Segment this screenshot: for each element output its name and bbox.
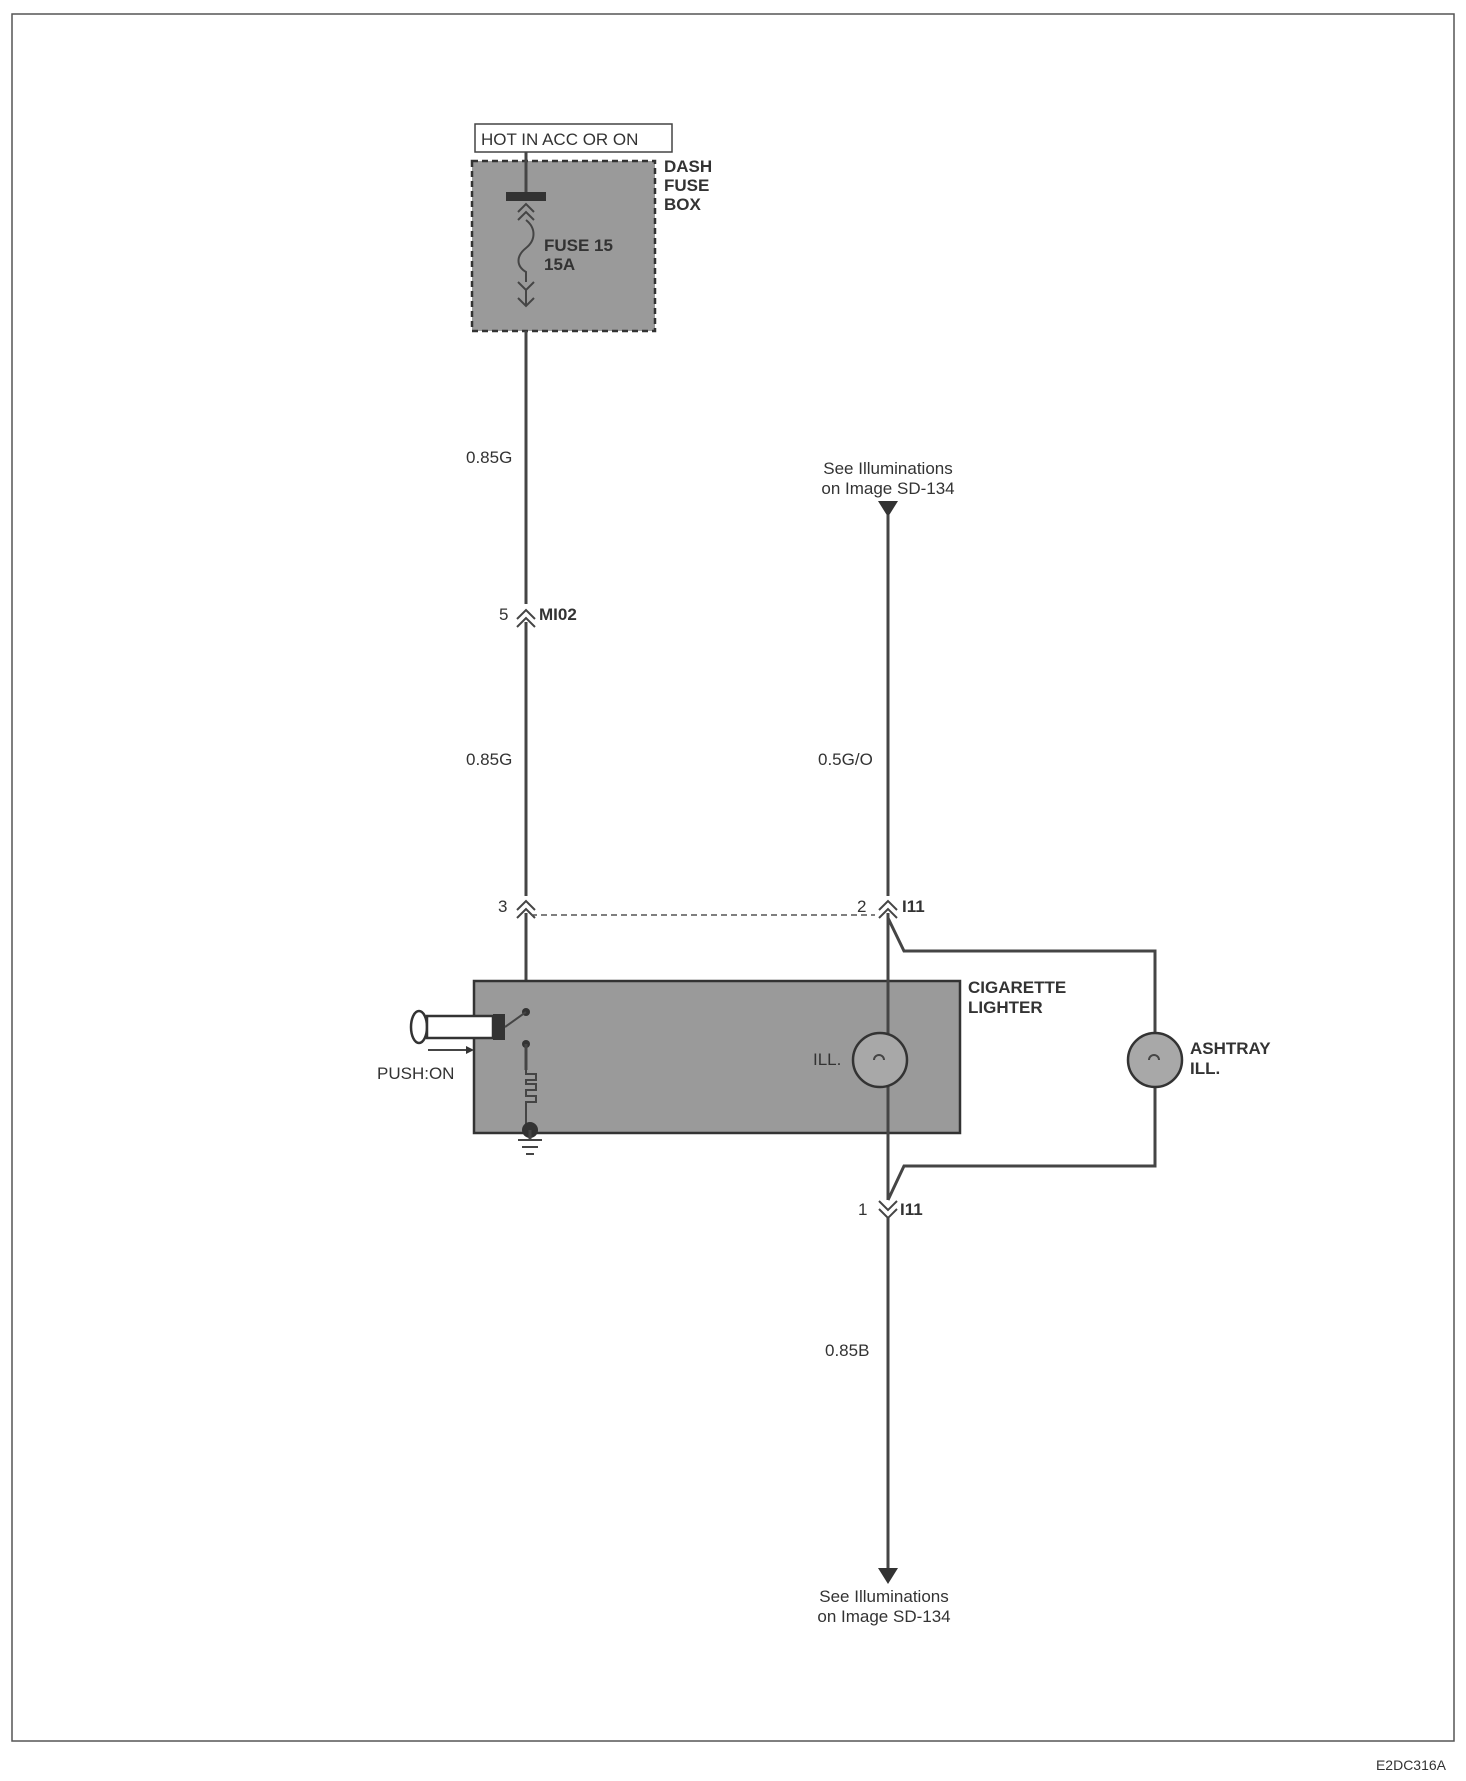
fuse-box-label-2: FUSE <box>664 176 709 195</box>
plunger-shaft-icon <box>425 1014 495 1040</box>
connector-pin3-icon <box>516 899 536 911</box>
fuse-box-label-3: BOX <box>664 195 702 214</box>
push-on-label: PUSH:ON <box>377 1064 454 1083</box>
fuse-box-label-1: DASH <box>664 157 712 176</box>
connector-i11-pin2-icon-2 <box>878 907 898 919</box>
fuse-terminal-top-icon-2 <box>517 210 535 221</box>
ashtray-lamp <box>1126 1031 1184 1089</box>
lighter-lamp-label: ILL. <box>813 1050 841 1069</box>
fuse-rating: 15A <box>544 255 575 274</box>
figure-code: E2DC316A <box>1376 1757 1447 1773</box>
arrow-bottom-icon <box>878 1568 898 1584</box>
connector-i11-top-name: I11 <box>902 897 925 916</box>
wire-label-right-bottom: 0.85B <box>825 1341 869 1360</box>
ashtray-name-1: ASHTRAY <box>1190 1039 1271 1058</box>
ref-bottom-line2: on Image SD-134 <box>817 1607 950 1626</box>
connector-i11-pin2-icon <box>878 899 898 911</box>
wire-label-right-top: 0.5G/O <box>818 750 873 769</box>
ashtray-name-2: ILL. <box>1190 1059 1220 1078</box>
fuse-element-icon <box>517 219 535 282</box>
lighter-lamp-filament-icon <box>873 1054 885 1061</box>
plunger-knob-icon <box>409 1009 429 1045</box>
arrow-top-icon <box>878 501 898 517</box>
hot-label-box <box>474 123 673 153</box>
lighter-name-2: LIGHTER <box>968 998 1043 1017</box>
connector-i11-pin1-label: 1 <box>858 1200 867 1219</box>
ashtray-lamp-filament-icon <box>1148 1054 1160 1061</box>
heating-element-icon <box>525 1070 537 1130</box>
connector-i11-pin1-icon <box>878 1200 898 1212</box>
connector-mi02-pin: 5 <box>499 605 508 624</box>
lighter-name-1: CIGARETTE <box>968 978 1066 997</box>
dash-fuse-box <box>470 159 657 333</box>
push-arrow-head-icon <box>466 1046 474 1054</box>
fuse-name: FUSE 15 <box>544 236 613 255</box>
connector-mi02-icon <box>516 608 536 620</box>
ref-bottom-line1: See Illuminations <box>819 1587 948 1606</box>
fuse-terminal-top-icon <box>517 202 535 213</box>
wire-label-left-top: 0.85G <box>466 448 512 467</box>
page-frame <box>11 13 1455 1742</box>
wire-label-left-mid: 0.85G <box>466 750 512 769</box>
connector-i11-bottom-name: I11 <box>900 1200 923 1219</box>
ref-top-line2: on Image SD-134 <box>821 479 954 498</box>
hot-label: HOT IN ACC OR ON <box>481 130 638 149</box>
connector-i11-pin2-label: 2 <box>857 897 866 916</box>
connector-pin3-label: 3 <box>498 897 507 916</box>
connector-mi02-icon-2 <box>516 616 536 628</box>
plunger-contact-icon <box>493 1014 505 1040</box>
plunger-bridge <box>504 1011 527 1028</box>
lighter-lamp <box>851 1031 909 1089</box>
connector-mi02-name: MI02 <box>539 605 577 624</box>
ref-top-line1: See Illuminations <box>823 459 952 478</box>
busbar-icon <box>506 192 546 201</box>
